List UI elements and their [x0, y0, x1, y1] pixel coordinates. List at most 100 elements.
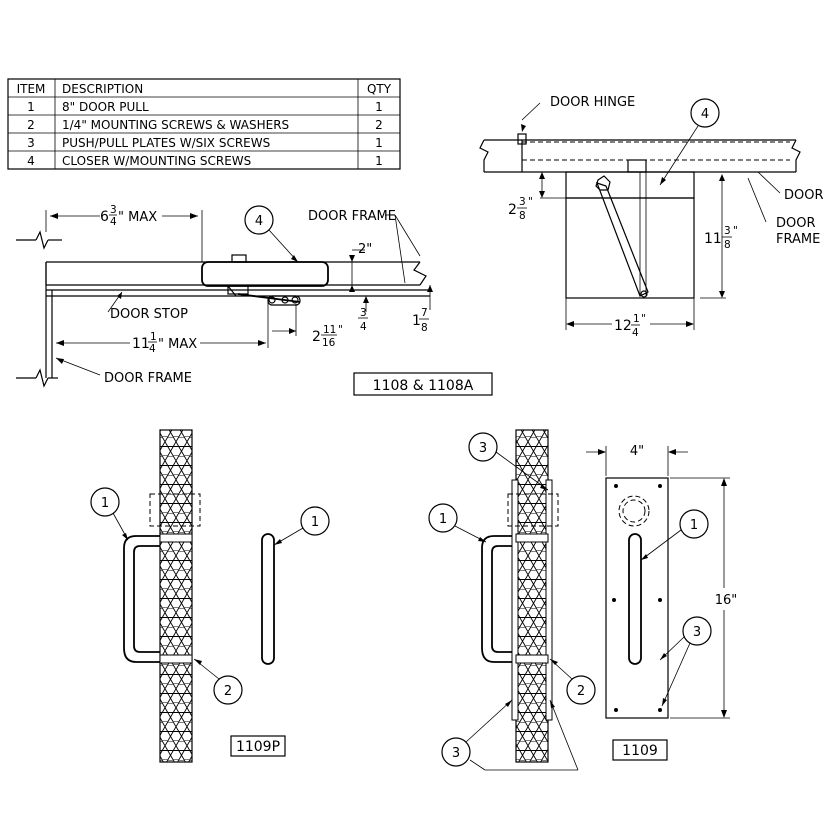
- pull-front-view: [261, 533, 275, 665]
- dim-1214-inch: ": [641, 313, 646, 325]
- lock-cutout: [618, 495, 650, 527]
- dim-1214-num: 1: [633, 313, 640, 325]
- model-1108-label: 1108 & 1108A: [373, 378, 474, 394]
- pull-slot: [628, 533, 642, 665]
- balloon-1-front: [300, 506, 330, 536]
- dim-238-num: 3: [519, 196, 526, 208]
- table-cell-item: 4: [27, 154, 35, 168]
- dim-238-den: 8: [519, 210, 526, 222]
- door-stop-label: DOOR STOP: [110, 307, 188, 322]
- dim-2-whole: 2: [312, 329, 321, 345]
- dim-34-den: 4: [360, 321, 367, 333]
- table-cell-qty: 1: [375, 154, 383, 168]
- push-pull-1109: 3 1 2 3 1: [428, 429, 737, 771]
- model-1109p-label: 1109P: [236, 739, 280, 755]
- pull-backing-1109p: [149, 493, 201, 527]
- table-cell-item: 1: [27, 100, 35, 114]
- dim-178-den: 8: [421, 322, 428, 334]
- dim-34-num: 3: [360, 307, 367, 319]
- balloon-1-plate: [679, 509, 709, 539]
- table-cell-description: PUSH/PULL PLATES W/SIX SCREWS: [62, 136, 270, 150]
- dim-2-suffix: ": [338, 324, 343, 336]
- model-1108-box: [353, 372, 493, 396]
- balloon-1-1109: [428, 503, 458, 533]
- dim-max-whole: 6: [100, 209, 109, 225]
- pull-handle-outer: [123, 535, 160, 663]
- balloon-3-top-number: 3: [479, 441, 487, 456]
- table-cell-description: CLOSER W/MOUNTING SCREWS: [62, 154, 251, 168]
- model-1109-box: [612, 739, 668, 761]
- closer-body-top: [565, 171, 695, 199]
- bottom-door-frame-label: DOOR FRAME: [104, 371, 192, 386]
- door-frame-label-line2: FRAME: [776, 232, 820, 247]
- balloon-3-bottom-number: 3: [452, 746, 460, 761]
- table-header-qty: QTY: [367, 82, 392, 96]
- balloon-2-1109: [566, 675, 596, 705]
- closer-top-view: DOOR HINGE 4 DOOR DOOR FRAME 2 3 8 ": [479, 95, 824, 339]
- dim-238-whole: 2: [508, 202, 517, 218]
- pull-backing-1109: [507, 493, 559, 527]
- dim-two-inch: 2": [358, 242, 372, 257]
- door-pull-1109p: 1 2 1 1109P: [90, 429, 330, 763]
- dim-11-num: 1: [150, 331, 157, 343]
- balloon-4-number: 4: [255, 214, 263, 229]
- dim-11-den: 4: [149, 343, 156, 355]
- closer-valve: [231, 254, 247, 263]
- dim-1138-num: 3: [724, 225, 731, 237]
- table-cell-qty: 2: [375, 118, 383, 132]
- closer-body: [201, 261, 329, 287]
- balloon-2-1109-number: 2: [577, 684, 585, 699]
- balloon-1-front-number: 1: [311, 515, 319, 530]
- plate-left-edge: [511, 479, 519, 721]
- dim-max-suffix: " MAX: [118, 210, 157, 225]
- table-cell-qty: 1: [375, 100, 383, 114]
- dim-1138-inch: ": [733, 225, 738, 237]
- model-1109p-box: [230, 735, 286, 757]
- plate-right-edge: [545, 479, 553, 721]
- balloon-1-number: 1: [101, 496, 109, 511]
- balloon-3-top: [468, 432, 498, 462]
- door-label: DOOR: [784, 188, 824, 203]
- closer-plan: [565, 197, 695, 299]
- pull-handle-1109-inner: [491, 545, 512, 653]
- dim-1214-whole: 12: [614, 318, 632, 334]
- door-section-1109: [515, 429, 549, 763]
- pull-handle-1109-outer: [481, 535, 512, 663]
- table-cell-qty: 1: [375, 136, 383, 150]
- balloon-1-1109-number: 1: [439, 512, 447, 527]
- table-cell-item: 3: [27, 136, 35, 150]
- door-section-1109p: [159, 429, 193, 763]
- dim-max-den: 4: [110, 216, 117, 228]
- push-plate: [605, 477, 669, 719]
- table-cell-description: 1/4" MOUNTING SCREWS & WASHERS: [62, 118, 289, 132]
- balloon-4-top-number: 4: [701, 107, 709, 122]
- dim-max-num: 3: [110, 204, 117, 216]
- dim-178-whole: 1: [412, 313, 421, 329]
- balloon-4: [244, 205, 274, 235]
- dim-238-inch: ": [528, 196, 533, 208]
- table-cell-description: 8" DOOR PULL: [62, 100, 149, 114]
- dim-1138-den: 8: [724, 239, 731, 251]
- pull-handle-inner: [133, 545, 160, 653]
- table-border: [7, 78, 401, 170]
- balloon-4-top: [690, 98, 720, 128]
- dim-plate-width: 4": [630, 444, 644, 459]
- door-hinge-label: DOOR HINGE: [550, 95, 635, 110]
- dim-1138-whole: 11: [704, 231, 722, 247]
- dim-2-den: 16: [322, 337, 336, 349]
- balloon-1: [90, 487, 120, 517]
- table-cell-item: 2: [27, 118, 35, 132]
- balloon-1-plate-number: 1: [690, 518, 698, 533]
- table-header-description: DESCRIPTION: [62, 82, 143, 96]
- door-hinge: [517, 133, 527, 145]
- dim-2-num: 11: [323, 324, 336, 336]
- balloon-3-bottom: [441, 737, 471, 767]
- dim-11-whole: 11: [132, 336, 150, 352]
- table-header-item: ITEM: [17, 82, 46, 96]
- door-frame-label: DOOR FRAME: [308, 209, 396, 224]
- closer-arm-top: [595, 182, 649, 297]
- dim-178-num: 7: [421, 307, 428, 319]
- dim-1214-den: 4: [632, 327, 639, 339]
- closer-side-view: 6 3 4 " MAX 2" DOOR FRAME 4: [16, 204, 493, 396]
